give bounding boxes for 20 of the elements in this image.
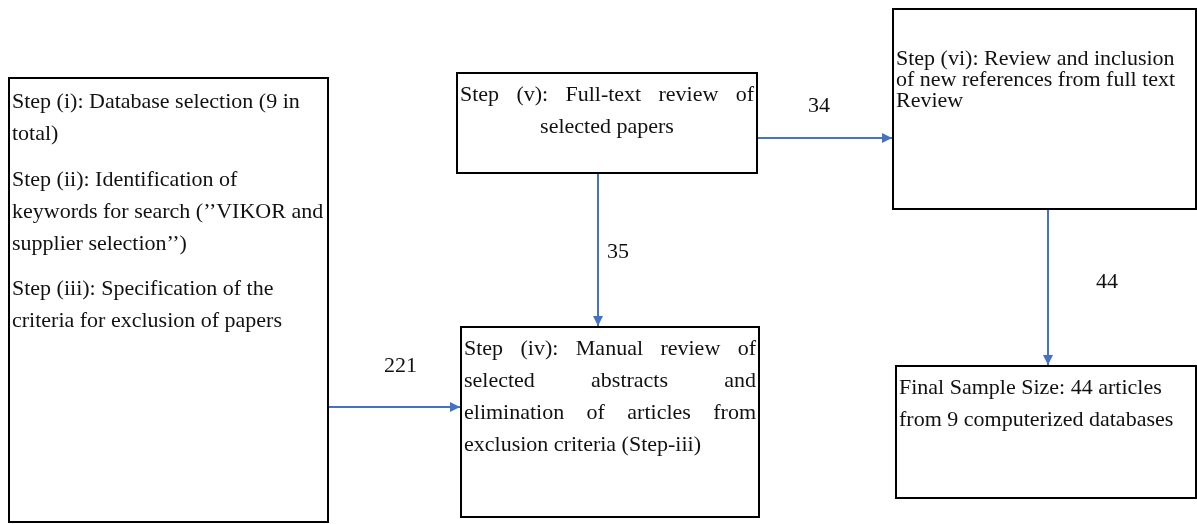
edge-label: 35 xyxy=(607,238,629,264)
process-box xyxy=(456,72,758,174)
step-text: Step (iv): Manual review of selected abstracts and elimination of articles from exclusion criteria (Step-iii) xyxy=(464,334,756,458)
arrow xyxy=(328,402,461,412)
process-box xyxy=(892,8,1197,210)
arrow xyxy=(757,133,893,143)
arrow xyxy=(593,173,603,327)
edge-label: 44 xyxy=(1096,268,1118,294)
process-box xyxy=(8,77,329,523)
edge-label: 34 xyxy=(808,92,830,118)
step-text: Step (vi): Review and inclusion of new references from full text Review xyxy=(896,48,1177,111)
edge-label: 221 xyxy=(384,352,417,378)
arrow xyxy=(1043,209,1053,366)
step-text: Step (iii): Specification of the criteria for exclusion of papers xyxy=(12,274,283,335)
step-text: Step (ii): Identification of keywords for search (’’VIKOR and supplier selection’’) xyxy=(12,164,325,257)
process-box xyxy=(460,326,760,518)
step-text: Step (i): Database selection (9 in total) xyxy=(12,87,301,147)
process-box xyxy=(895,365,1197,499)
step-text: Step (v): Full-text review of selected papers xyxy=(460,80,754,140)
step-text: Final Sample Size: 44 articles from 9 computerized databases xyxy=(899,373,1175,433)
